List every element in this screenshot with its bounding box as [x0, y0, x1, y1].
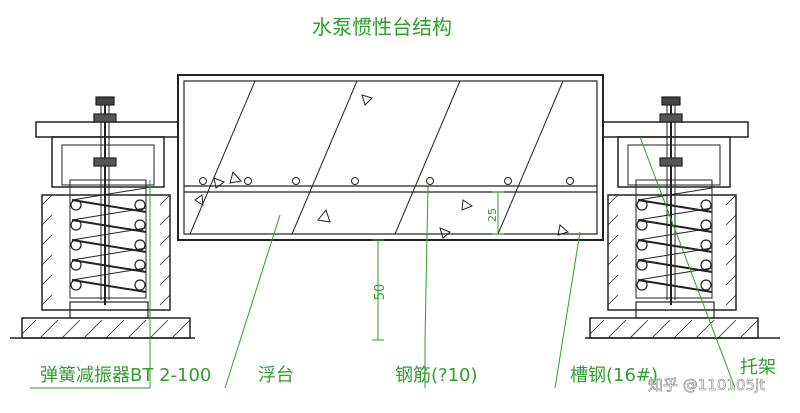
gap-dimension-label: 50 [373, 284, 388, 301]
cover-dimension-label: 25 [486, 208, 499, 222]
spring-isolator-label: 弹簧减振器BT 2-100 [40, 365, 211, 386]
right-spring-isolator [585, 96, 780, 339]
leader-lines [30, 136, 736, 389]
float-base-label: 浮台 [258, 365, 294, 386]
concrete-block [177, 74, 604, 241]
watermark: 知乎 @110105jt [648, 376, 765, 394]
dimension-lines [372, 191, 504, 341]
rebar-label: 钢筋(?10) [395, 365, 478, 386]
diagram-title: 水泵惯性台结构 [312, 15, 452, 39]
left-spring-isolator [10, 96, 195, 339]
channel-steel-label: 槽钢(16#) [570, 365, 658, 386]
bracket-label: 托架 [740, 357, 776, 378]
